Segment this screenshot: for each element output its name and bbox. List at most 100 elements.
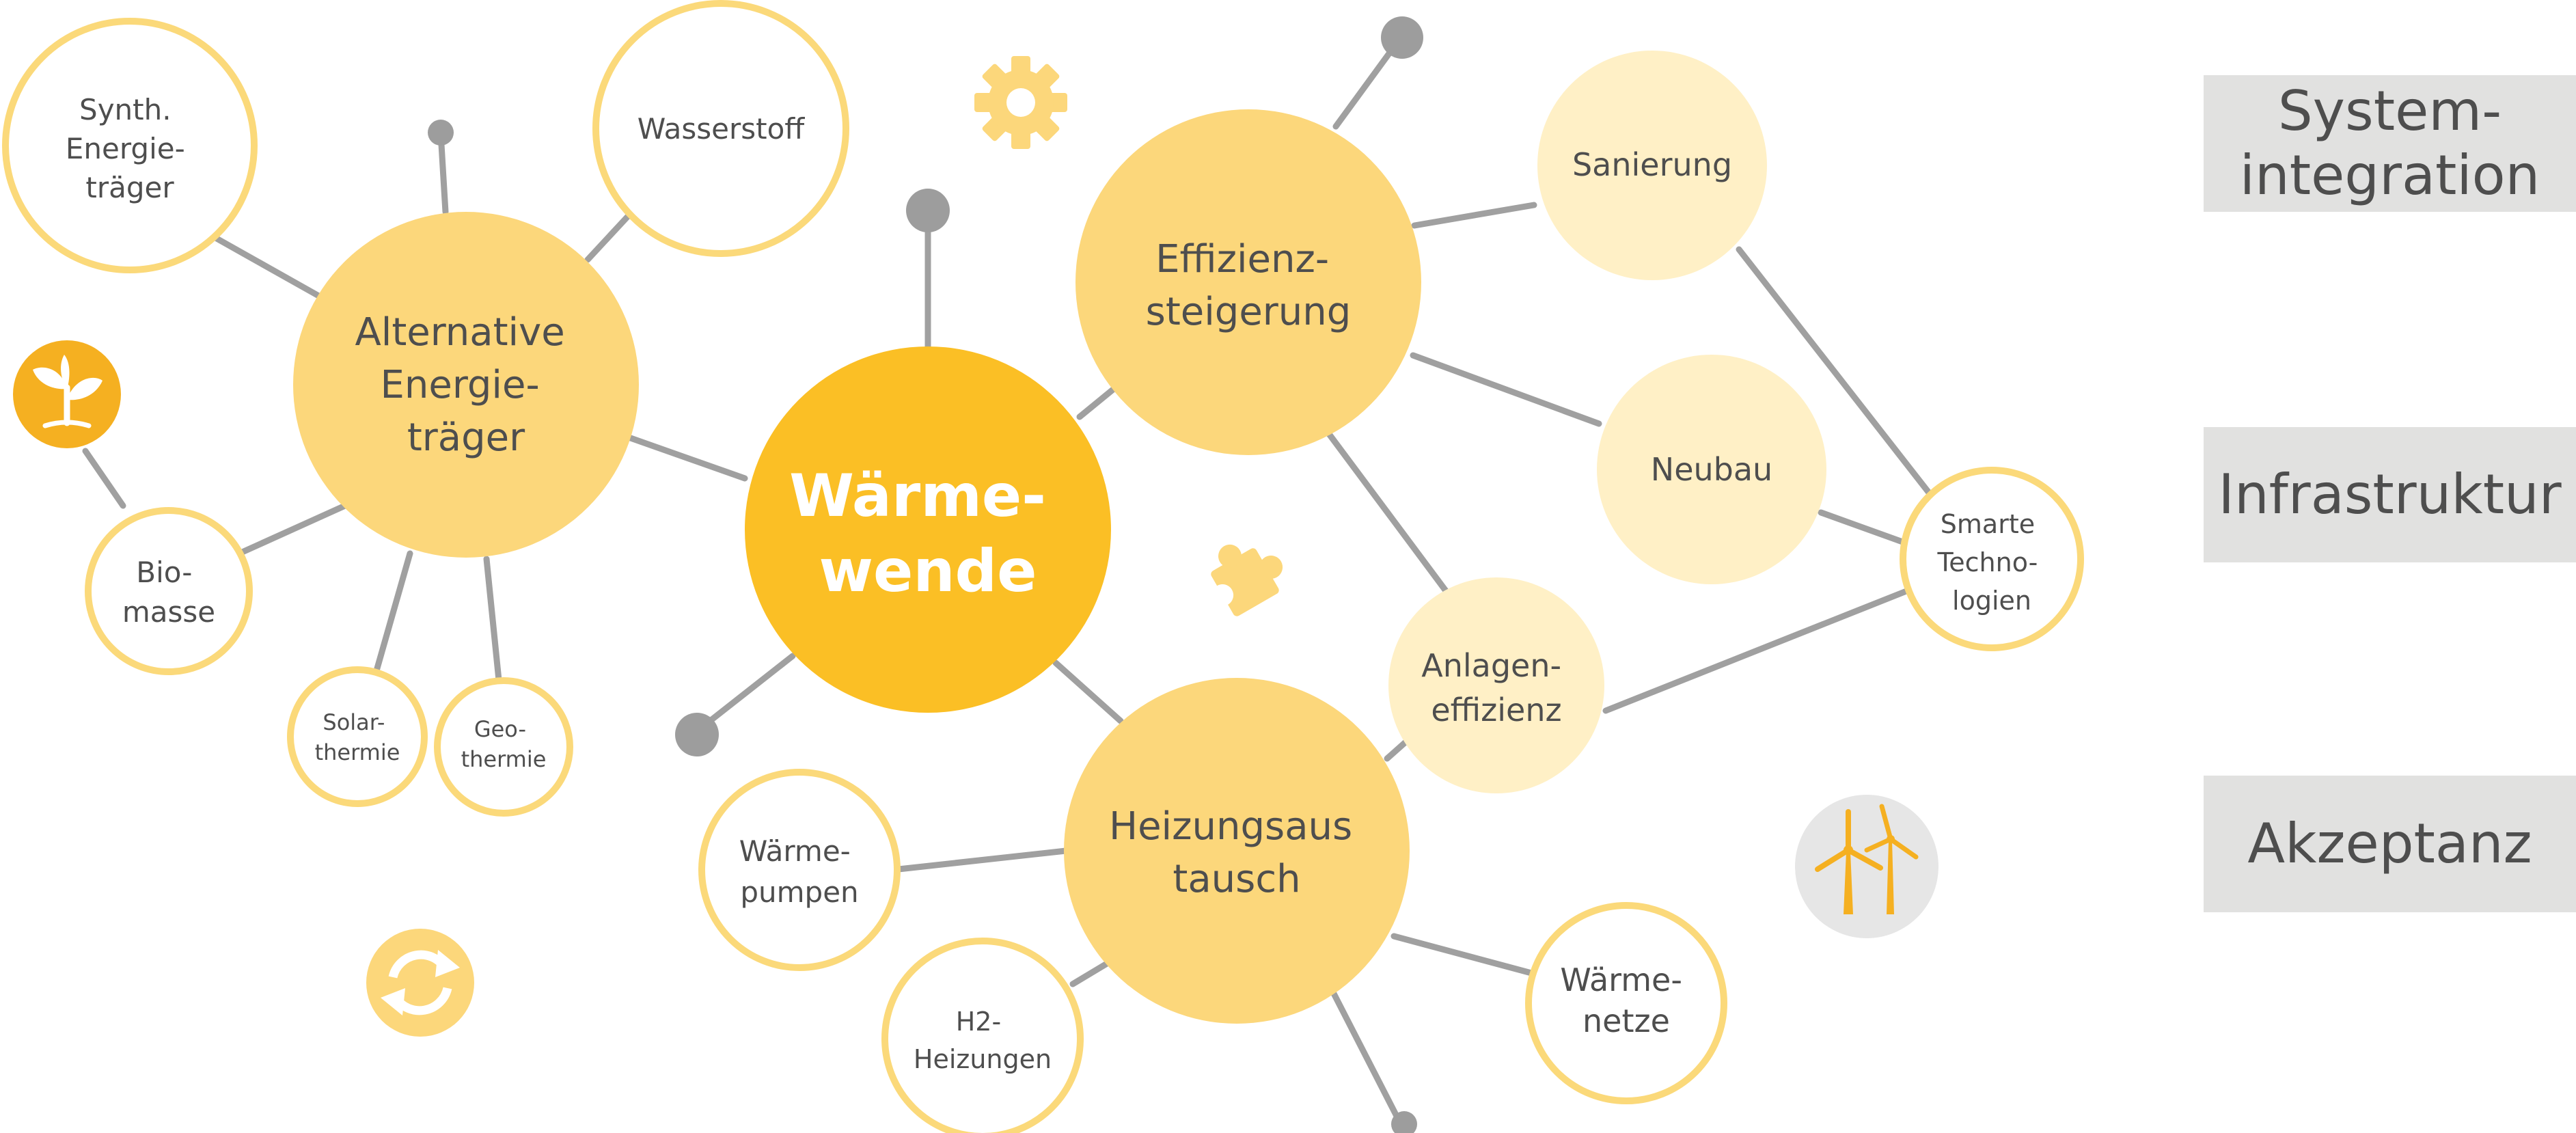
heatnet-label-line: netze	[1582, 1002, 1670, 1039]
connector-biomass-seedling	[82, 448, 126, 509]
seedling-icon	[13, 340, 121, 448]
alternative-label-line: träger	[407, 415, 525, 460]
connector-alt-hydrogen	[584, 208, 635, 263]
main-nodes	[293, 109, 1421, 1024]
heatnet-label-line: Wärme-	[1560, 961, 1682, 998]
node-efficiency-circle	[1075, 109, 1421, 455]
solar-label-line: Solar-	[323, 709, 385, 735]
category-infrastruktur-label: Infrastruktur	[2218, 463, 2562, 526]
connector-eff-anlagen	[1326, 431, 1452, 598]
biomass-label: Bio- masse	[122, 556, 215, 629]
labels: Wärme- wende Alternative Energie- träger…	[66, 93, 2046, 1074]
node-alternative-circle	[293, 212, 639, 558]
node-biomass-circle	[85, 507, 253, 675]
neubau-label: Neubau	[1651, 451, 1772, 488]
sanierung-label: Sanierung	[1572, 146, 1732, 183]
connector-center-alternative	[625, 434, 748, 482]
synth-label-line: träger	[85, 171, 174, 204]
category-akzeptanz-label: Akzeptanz	[2247, 812, 2532, 875]
heatnet-label: Wärme- netze	[1560, 961, 1692, 1039]
connector-center-efficiency	[1076, 383, 1121, 420]
efficiency-label-line: Effizienz-	[1155, 237, 1329, 282]
synth-label-line: Synth.	[79, 93, 172, 126]
biomass-label-line: masse	[122, 595, 215, 629]
connector-neubau-smart	[1818, 509, 1910, 547]
alternative-label-line: Alternative	[355, 310, 564, 355]
connector-alt-geo	[483, 556, 502, 683]
connector-alt-solar	[372, 550, 413, 677]
connector-center-pin-bottom	[694, 653, 796, 735]
pin-dot	[906, 189, 950, 232]
connector-heat-pin	[1329, 987, 1404, 1128]
anlagen-label-line: Anlagen-	[1421, 647, 1561, 684]
efficiency-label: Effizienz- steigerung	[1146, 237, 1352, 334]
connector-anlagen-smart	[1602, 588, 1910, 714]
heatpumps-label: Wärme- pumpen	[739, 834, 860, 909]
smart-label: Smarte Techno- logien	[1937, 509, 2046, 616]
heatpumps-label-line: Wärme-	[739, 834, 851, 868]
connector-heat-pumps	[895, 847, 1069, 873]
category-infrastruktur: Infrastruktur	[2204, 427, 2576, 562]
category-systemintegration: System- integration	[2204, 75, 2576, 212]
smart-label-line: logien	[1952, 586, 2031, 616]
connector-heat-networks	[1390, 933, 1537, 977]
alternative-label-line: Energie-	[381, 363, 540, 407]
synth-label: Synth. Energie- träger	[66, 93, 194, 204]
geo-label: Geo- thermie	[461, 716, 547, 772]
outlined-nodes	[2, 0, 2084, 1133]
node-synth-circle	[2, 18, 258, 273]
anlagen-label: Anlagen- effizienz	[1421, 647, 1571, 728]
geo-label-line: thermie	[461, 746, 547, 772]
heating-label: Heizungsaus tausch	[1109, 804, 1365, 901]
connector-eff-sanierung	[1411, 202, 1537, 229]
connector-alt-pin	[437, 130, 449, 215]
connector-center-heating	[1052, 659, 1124, 724]
puzzle-icon	[1211, 544, 1283, 616]
heating-label-line: tausch	[1173, 857, 1300, 901]
synth-label-line: Energie-	[66, 132, 185, 165]
node-neubau-circle	[1597, 355, 1826, 584]
pin-dot	[675, 713, 719, 756]
connector-eff-neubau	[1410, 352, 1602, 427]
solar-label-line: thermie	[315, 739, 400, 765]
center-label-line: wende	[819, 537, 1037, 605]
connectors	[82, 34, 1937, 1128]
biomass-label-line: Bio-	[136, 556, 192, 589]
category-akzeptanz: Akzeptanz	[2204, 776, 2576, 912]
heatpumps-label-line: pumpen	[740, 875, 858, 909]
geo-label-line: Geo-	[474, 716, 526, 742]
node-sanierung-circle	[1537, 51, 1767, 280]
h2-label-line: Heizungen	[914, 1044, 1052, 1074]
node-h2-circle	[881, 938, 1084, 1133]
node-smart-circle	[1900, 467, 2084, 651]
neubau-label-line: Neubau	[1651, 451, 1772, 488]
recycle-icon	[366, 929, 474, 1037]
alternative-label: Alternative Energie- träger	[355, 310, 577, 460]
node-center-circle	[745, 346, 1111, 713]
node-heating-circle	[1064, 678, 1410, 1024]
sanierung-label-line: Sanierung	[1572, 146, 1732, 183]
node-hydrogen-circle	[592, 0, 849, 257]
pin-dot	[428, 120, 454, 146]
smart-label-line: Techno-	[1937, 547, 2038, 577]
category-systemintegration-label: System- integration	[2239, 79, 2540, 207]
pin-dot	[1381, 16, 1423, 59]
gear-icon	[974, 56, 1067, 149]
h2-label: H2- Heizungen	[914, 1007, 1052, 1074]
light-nodes	[1388, 51, 1826, 793]
hydrogen-label-line: Wasserstoff	[638, 112, 805, 146]
pin-dot	[1391, 1111, 1417, 1133]
connector-alt-synth	[208, 232, 325, 301]
connector-heat-h2	[1069, 960, 1110, 987]
h2-label-line: H2-	[956, 1007, 1001, 1037]
node-heatpumps-circle	[698, 769, 901, 971]
efficiency-label-line: steigerung	[1146, 290, 1352, 334]
node-heatnet-circle	[1525, 902, 1727, 1104]
smart-label-line: Smarte	[1941, 509, 2035, 539]
solar-label: Solar- thermie	[315, 709, 400, 765]
wind-turbine-icon	[1795, 795, 1938, 938]
node-anlagen-circle	[1388, 577, 1604, 793]
center-label: Wärme- wende	[789, 462, 1067, 605]
connector-sanierung-smart	[1736, 246, 1937, 502]
connector-alt-biomass	[236, 502, 348, 557]
